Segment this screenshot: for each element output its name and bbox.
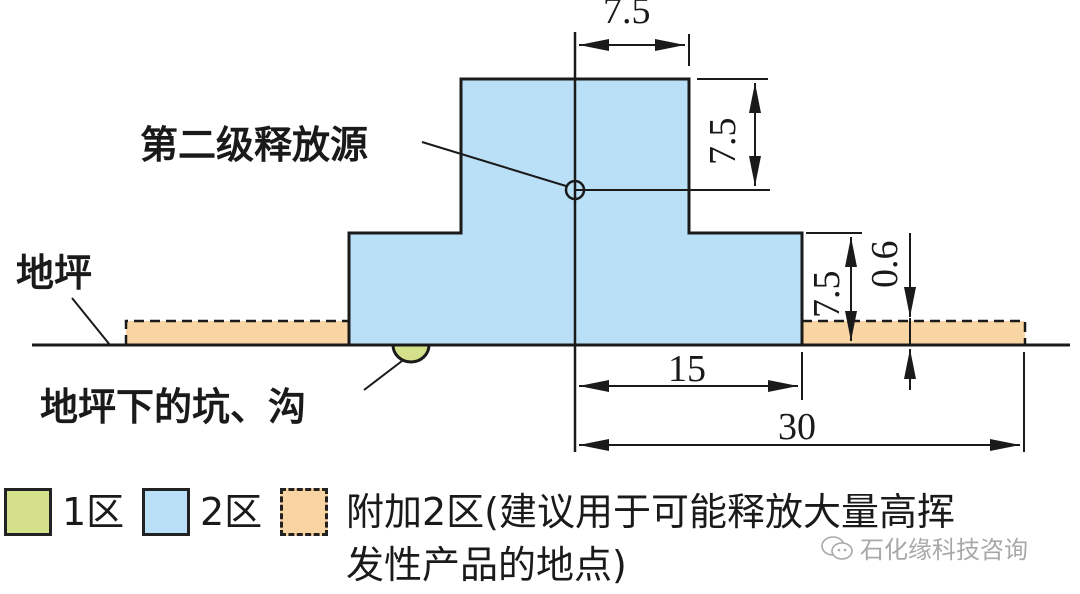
legend-zone2-label: 2区	[200, 490, 263, 534]
dim-15-value: 15	[668, 348, 706, 390]
dim-30-value: 30	[778, 406, 816, 448]
floor-label: 地坪	[16, 251, 93, 295]
zone1-pit	[391, 343, 431, 364]
wechat-icon	[821, 535, 853, 560]
legend-additional-zone2: 附加2区(建议用于可能释放大量高挥	[280, 488, 955, 536]
legend-zone1: 1区	[4, 488, 124, 536]
watermark: 石化缘科技咨询	[820, 530, 1028, 565]
dim-lower-height-value: 7.5	[806, 270, 848, 319]
additional-zone2-swatch	[280, 488, 328, 536]
legend-zone1-label: 1区	[62, 490, 125, 534]
pit-trench-label: 地坪下的坑、沟	[40, 385, 307, 429]
zone1-swatch	[4, 488, 52, 536]
dim-additional-height-value: 0.6	[864, 240, 906, 289]
zone2-swatch	[142, 488, 190, 536]
legend-additional-zone2-label: 附加2区(建议用于可能释放大量高挥	[346, 490, 956, 534]
legend-zone2: 2区	[142, 488, 262, 536]
additional-zone2-right	[802, 319, 1027, 345]
watermark-text: 石化缘科技咨询	[860, 536, 1028, 564]
pit-leader	[363, 360, 403, 391]
dim-upper-height-value: 7.5	[702, 117, 744, 166]
dim-top-width-value: 7.5	[603, 0, 651, 32]
legend-additional-zone2-continuation: 发性产品的地点)	[346, 543, 627, 587]
additional-zone2-left	[124, 319, 349, 345]
release-source-label: 第二级释放源	[140, 123, 369, 167]
floor-leader	[71, 297, 111, 346]
release-source-leader	[421, 141, 567, 187]
